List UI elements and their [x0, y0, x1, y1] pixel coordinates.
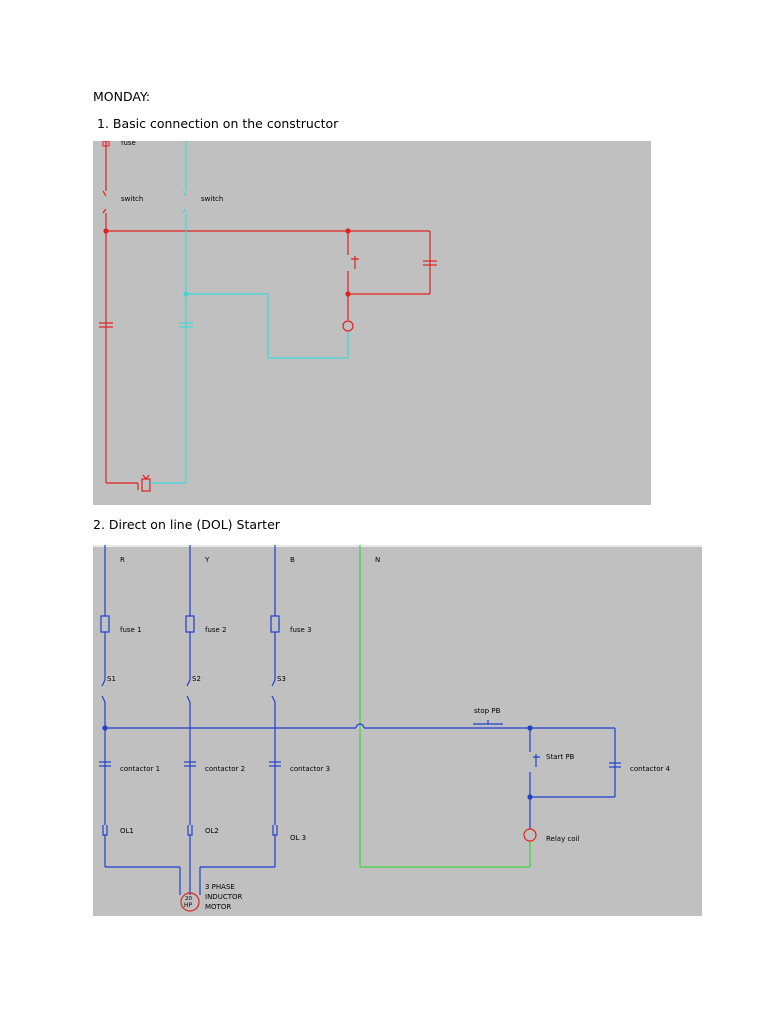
- label-contactor-1: contactor 1: [120, 765, 160, 773]
- label-switch-b: switch: [201, 195, 223, 203]
- label-contactor-3: contactor 3: [290, 765, 330, 773]
- heading-monday: MONDAY:: [93, 89, 151, 104]
- relay-coil-symbol: [523, 828, 537, 842]
- label-y: Y: [204, 556, 210, 564]
- label-stop-pb: stop PB: [474, 707, 501, 715]
- blue-junctions: [102, 725, 533, 800]
- label-s3: S3: [277, 675, 286, 683]
- caption-dol-starter: 2. Direct on line (DOL) Starter: [93, 517, 280, 532]
- label-motor-line-1: 3 PHASE: [205, 883, 235, 891]
- label-ol2: OL2: [205, 827, 219, 835]
- dol-starter-schematic: 20 HP R Y B N fuse 1 fuse 2 fuse 3 S1 S2…: [93, 545, 702, 912]
- red-circuit: [99, 141, 437, 492]
- neutral-line: [359, 545, 531, 868]
- label-r: R: [120, 556, 125, 564]
- label-fuse: fuse: [121, 141, 136, 147]
- label-fuse-1: fuse 1: [120, 626, 142, 634]
- label-motor-line-3: MOTOR: [205, 903, 231, 911]
- cyan-circuit: [150, 141, 349, 484]
- label-n: N: [375, 556, 380, 564]
- label-contactor-4: contactor 4: [630, 765, 671, 773]
- label-relay-coil: Relay coil: [546, 835, 580, 843]
- motor-top-label: 20: [185, 896, 192, 902]
- label-fuse-2: fuse 2: [205, 626, 227, 634]
- label-start-pb: Start PB: [546, 753, 575, 761]
- label-contactor-2: contactor 2: [205, 765, 245, 773]
- label-s2: S2: [192, 675, 201, 683]
- motor-symbol: [180, 892, 200, 912]
- basic-connection-diagram: fuse switch switch: [93, 141, 651, 505]
- red-junctions: [102, 141, 351, 297]
- label-s1: S1: [107, 675, 116, 683]
- three-phase-lines: [99, 545, 621, 895]
- label-ol1: OL1: [120, 827, 134, 835]
- basic-connection-schematic: fuse switch switch: [99, 141, 437, 492]
- motor-hp-label: HP: [184, 902, 193, 909]
- label-switch-a: switch: [121, 195, 143, 203]
- label-ol3: OL 3: [290, 834, 306, 842]
- label-motor-line-2: INDUCTOR: [205, 893, 242, 901]
- label-fuse-3: fuse 3: [290, 626, 312, 634]
- dol-starter-diagram: 20 HP R Y B N fuse 1 fuse 2 fuse 3 S1 S2…: [93, 545, 702, 916]
- caption-basic-connection: 1. Basic connection on the constructor: [97, 116, 339, 131]
- label-b: B: [290, 556, 295, 564]
- cyan-junction: [183, 291, 189, 297]
